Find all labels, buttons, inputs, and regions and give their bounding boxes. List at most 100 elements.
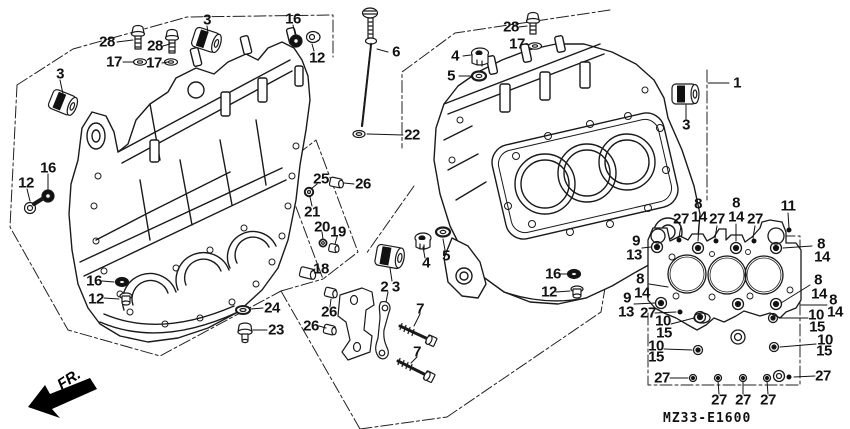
- callout-14[interactable]: 14: [691, 208, 707, 226]
- callout-17[interactable]: 17: [146, 54, 162, 72]
- callout-16[interactable]: 16: [285, 10, 301, 28]
- callout-27[interactable]: 27: [760, 391, 776, 409]
- callout-3[interactable]: 3: [203, 11, 211, 29]
- callout-27[interactable]: 27: [640, 304, 656, 322]
- callout-15[interactable]: 15: [656, 324, 672, 342]
- callout-27[interactable]: 27: [709, 210, 725, 228]
- callout-11[interactable]: 11: [780, 197, 796, 215]
- callout-12[interactable]: 12: [541, 283, 557, 301]
- callout-12[interactable]: 12: [309, 49, 325, 67]
- callout-10[interactable]: 10: [648, 337, 664, 355]
- callout-16[interactable]: 16: [545, 265, 561, 283]
- callout-7[interactable]: 7: [416, 300, 424, 318]
- callout-17[interactable]: 17: [509, 35, 525, 53]
- callout-10[interactable]: 10: [817, 331, 833, 349]
- callout-9[interactable]: 9: [632, 232, 640, 250]
- callout-13[interactable]: 13: [618, 303, 634, 321]
- bushing-18-glyph: [298, 266, 317, 281]
- bolt-23-glyph: [237, 322, 253, 344]
- callout-15[interactable]: 15: [809, 318, 825, 336]
- callout-8[interactable]: 8: [829, 291, 837, 309]
- dowel-26-glyph: [323, 286, 338, 299]
- callout-13[interactable]: 13: [626, 246, 642, 264]
- head-gasket-drawing: [647, 219, 802, 383]
- callout-1[interactable]: 1: [733, 74, 741, 92]
- callout-28[interactable]: 28: [147, 37, 163, 55]
- mount-3-glyph: [47, 89, 79, 116]
- plug-4-glyph: [470, 47, 490, 67]
- callout-28[interactable]: 28: [99, 33, 115, 51]
- callout-27[interactable]: 27: [735, 391, 751, 409]
- callout-2-3[interactable]: 2 3: [380, 278, 400, 296]
- section-boundary-lines: [9, 9, 801, 429]
- callout-14[interactable]: 14: [827, 303, 843, 321]
- bushing-19-glyph: [328, 243, 340, 254]
- callout-8[interactable]: 8: [732, 194, 740, 212]
- washer-17-glyph: [132, 58, 179, 66]
- callout-19[interactable]: 19: [330, 223, 346, 241]
- callout-15[interactable]: 15: [816, 342, 832, 360]
- washer-17-glyph: [527, 42, 543, 50]
- callout-22[interactable]: 22: [404, 126, 420, 144]
- dipstick-6-glyph: [360, 7, 379, 128]
- callout-18[interactable]: 18: [313, 260, 329, 278]
- callout-25[interactable]: 25: [313, 170, 329, 188]
- plug-12-glyph: [570, 285, 584, 299]
- bolt-12-glyph: [23, 197, 44, 215]
- callout-6[interactable]: 6: [392, 43, 400, 61]
- callout-16[interactable]: 16: [40, 159, 56, 177]
- callout-4[interactable]: 4: [422, 254, 430, 272]
- bolt-28-glyph: [164, 28, 180, 54]
- callout-27[interactable]: 27: [673, 210, 689, 228]
- callout-3[interactable]: 3: [682, 116, 690, 134]
- callout-14[interactable]: 14: [814, 248, 830, 266]
- callout-10[interactable]: 10: [655, 312, 671, 330]
- callout-27[interactable]: 27: [711, 391, 727, 409]
- plug-12-glyph: [119, 292, 133, 306]
- washer-16-glyph: [41, 189, 55, 203]
- left-crankcase-drawing: [68, 26, 311, 343]
- plug-12-glyph: [305, 30, 321, 44]
- callout-14[interactable]: 14: [811, 285, 827, 303]
- callout-12[interactable]: 12: [88, 290, 104, 308]
- callout-12[interactable]: 12: [18, 174, 34, 192]
- bolt-7-glyph: [398, 322, 438, 347]
- callout-23[interactable]: 23: [268, 321, 284, 339]
- callout-15[interactable]: 15: [648, 348, 664, 366]
- washer-5-glyph: [434, 226, 452, 238]
- bolt-28-glyph: [130, 24, 146, 50]
- callout-27[interactable]: 27: [654, 369, 670, 387]
- seal-16-glyph: [566, 268, 582, 280]
- callout-27[interactable]: 27: [747, 210, 763, 228]
- washer-20-glyph: [318, 238, 328, 248]
- callout-5[interactable]: 5: [442, 247, 450, 265]
- callout-14[interactable]: 14: [728, 208, 744, 226]
- callout-4[interactable]: 4: [451, 47, 459, 65]
- callout-17[interactable]: 17: [106, 53, 122, 71]
- callout-5[interactable]: 5: [447, 67, 455, 85]
- seal-16-glyph: [114, 276, 130, 288]
- bolt-7-glyph: [396, 357, 436, 383]
- callout-8[interactable]: 8: [694, 195, 702, 213]
- callout-24[interactable]: 24: [264, 299, 280, 317]
- callout-10[interactable]: 10: [808, 306, 824, 324]
- callout-8[interactable]: 8: [636, 270, 644, 288]
- o-ring-24-glyph: [235, 305, 251, 315]
- callout-8[interactable]: 8: [814, 271, 822, 289]
- callout-20[interactable]: 20: [314, 218, 330, 236]
- leader-lines: [26, 24, 828, 395]
- callout-14[interactable]: 14: [634, 284, 650, 302]
- callout-21[interactable]: 21: [304, 203, 320, 221]
- callout-27[interactable]: 27: [815, 367, 831, 385]
- callout-8[interactable]: 8: [817, 235, 825, 253]
- callout-9[interactable]: 9: [623, 289, 631, 307]
- callout-26[interactable]: 26: [303, 317, 319, 335]
- callout-26[interactable]: 26: [355, 175, 371, 193]
- callout-7[interactable]: 7: [413, 343, 421, 361]
- callout-3[interactable]: 3: [56, 65, 64, 83]
- callout-28[interactable]: 28: [503, 18, 519, 36]
- mount-3-glyph: [190, 26, 222, 54]
- callout-16[interactable]: 16: [86, 272, 102, 290]
- callout-26[interactable]: 26: [321, 303, 337, 321]
